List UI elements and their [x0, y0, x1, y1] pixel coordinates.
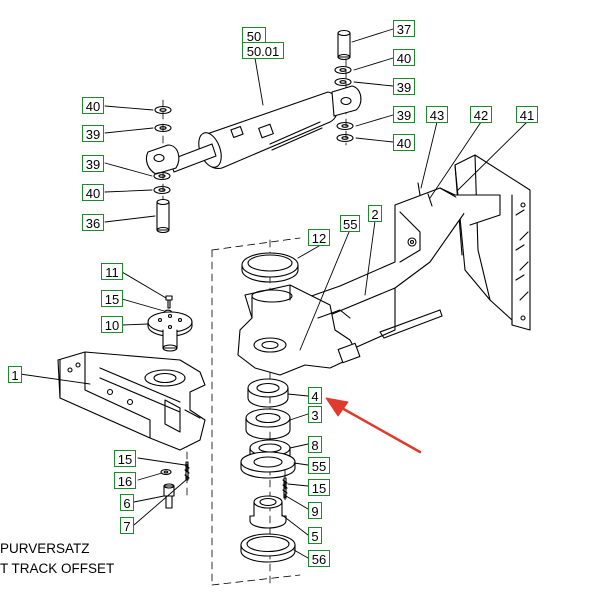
- callout-39-left-top[interactable]: 39: [82, 125, 104, 142]
- callout-39-left-mid[interactable]: 39: [82, 155, 104, 172]
- washers-upper-right: [334, 65, 354, 143]
- callout-40-top-right[interactable]: 40: [393, 49, 415, 66]
- callout-15-left[interactable]: 15: [114, 450, 136, 467]
- callout-2[interactable]: 2: [368, 205, 382, 222]
- callout-55-top[interactable]: 55: [340, 215, 360, 232]
- callout-1[interactable]: 1: [8, 366, 22, 383]
- callout-4[interactable]: 4: [308, 387, 322, 404]
- callout-6[interactable]: 6: [120, 494, 134, 511]
- callout-43[interactable]: 43: [426, 106, 448, 123]
- swing-arm: [299, 182, 501, 351]
- callout-40-left-mid[interactable]: 40: [82, 184, 104, 201]
- callout-11[interactable]: 11: [101, 263, 123, 280]
- red-pointer-arrow: [325, 397, 422, 454]
- flange-plate-55: [240, 451, 296, 479]
- callout-37[interactable]: 37: [393, 20, 415, 37]
- base-frame: [57, 351, 206, 451]
- callout-39-top-right[interactable]: 39: [393, 78, 415, 95]
- washers-left: [153, 105, 172, 195]
- callout-41[interactable]: 41: [516, 106, 538, 123]
- callout-5[interactable]: 5: [308, 527, 322, 544]
- callout-8[interactable]: 8: [308, 436, 322, 453]
- bolt-6: [163, 483, 175, 509]
- callout-12[interactable]: 12: [308, 229, 330, 246]
- callout-42[interactable]: 42: [470, 106, 492, 123]
- hydraulic-cylinder: [145, 85, 362, 175]
- leader-lines: [19, 28, 528, 559]
- callout-10[interactable]: 10: [101, 316, 123, 333]
- callout-3[interactable]: 3: [308, 406, 322, 423]
- screw-15-right: [282, 477, 288, 499]
- callout-9[interactable]: 9: [308, 502, 322, 519]
- hub-housing: [237, 284, 361, 376]
- callout-15-upper[interactable]: 15: [101, 290, 123, 307]
- callout-50-01[interactable]: 50.01: [242, 42, 284, 59]
- callout-40-left-top[interactable]: 40: [82, 97, 104, 114]
- bushing-5: [249, 495, 287, 529]
- caption-english: T TRACK OFFSET: [0, 561, 115, 576]
- bearing-4: [247, 378, 289, 408]
- pin-36: [156, 198, 170, 234]
- callout-40-mid-right[interactable]: 40: [393, 134, 415, 151]
- callout-7[interactable]: 7: [120, 517, 134, 534]
- callout-16[interactable]: 16: [114, 472, 136, 489]
- callout-39-mid-right[interactable]: 39: [393, 106, 415, 123]
- grease-nipple-11: [165, 295, 173, 309]
- seal-ring-12: [241, 252, 299, 283]
- callout-36[interactable]: 36: [82, 214, 104, 231]
- washer-16: [160, 468, 172, 476]
- seal-ring-56: [240, 533, 296, 563]
- pin-37: [337, 29, 351, 61]
- callout-55-lower[interactable]: 55: [308, 457, 330, 474]
- screw-15-lower-left: [184, 461, 190, 481]
- cover-plate-10: [147, 311, 193, 352]
- callout-15-right[interactable]: 15: [308, 479, 330, 496]
- callout-56[interactable]: 56: [308, 550, 330, 567]
- bearing-3: [245, 408, 291, 440]
- caption-german: PURVERSATZ: [0, 541, 90, 556]
